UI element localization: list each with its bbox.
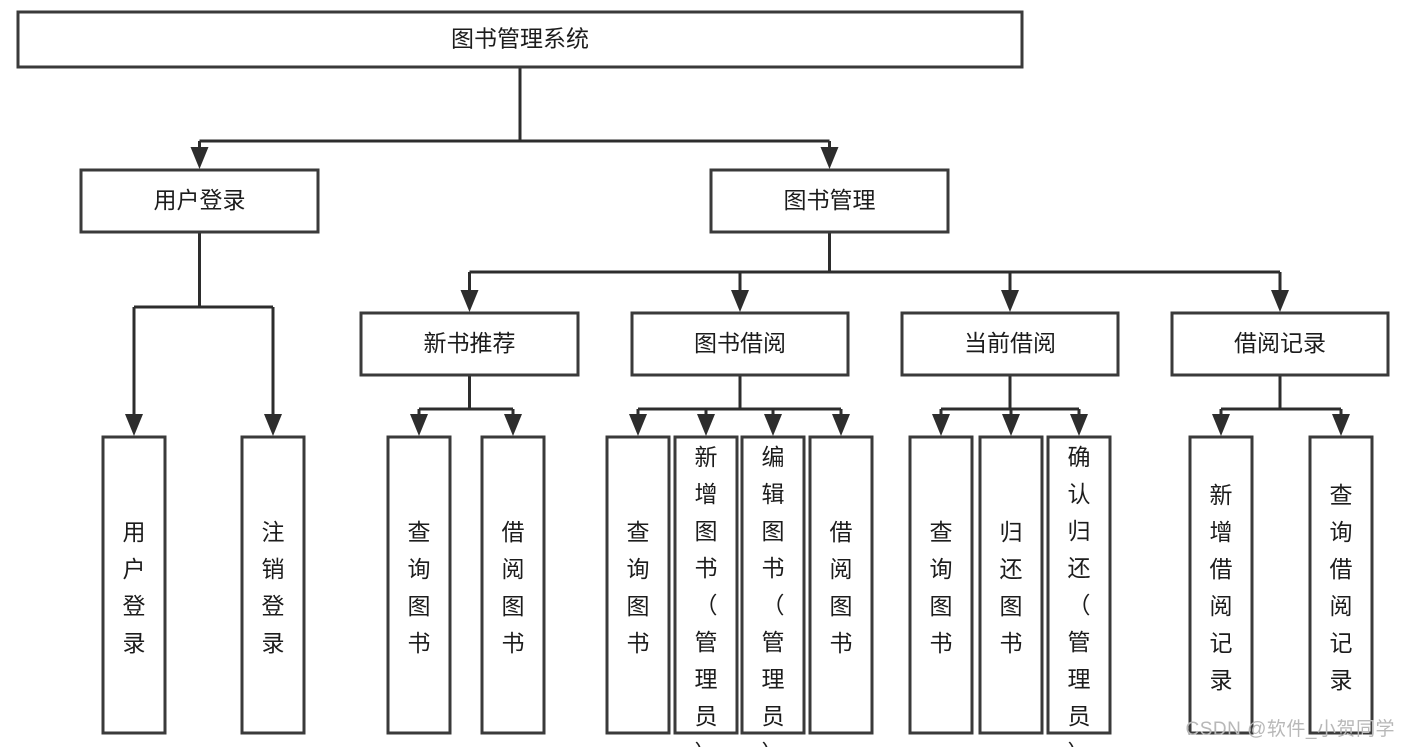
node-level2-1-label: 用户登录: [154, 187, 246, 213]
node-level3-2-label: 图书借阅: [694, 330, 786, 356]
node-leaf-book-borrow-1-label: 查询图书: [627, 519, 650, 656]
node-leaf-current-borrow-3-label: 确认归还（管理员）: [1068, 444, 1091, 747]
node-leaf-book-borrow-2[interactable]: 新增图书（管理员）: [673, 435, 739, 752]
node-leaf-user-login-2-label: 注销登录: [262, 519, 285, 656]
node-leaf-user-login-1[interactable]: 用户登录: [101, 435, 167, 735]
node-leaf-borrow-record-1-label: 新增借阅记录: [1210, 482, 1233, 693]
node-level2-2[interactable]: 图书管理: [709, 168, 950, 234]
node-leaf-current-borrow-2[interactable]: 归还图书: [978, 435, 1044, 735]
node-leaf-borrow-record-2-label: 查询借阅记录: [1330, 482, 1353, 693]
node-leaf-current-borrow-2-label: 归还图书: [1000, 519, 1023, 656]
node-leaf-book-borrow-1[interactable]: 查询图书: [605, 435, 671, 735]
node-leaf-borrow-record-1[interactable]: 新增借阅记录: [1188, 435, 1254, 735]
node-leaf-user-login-1-label: 用户登录: [123, 519, 146, 656]
connector-lines: [125, 67, 1350, 436]
node-leaf-book-borrow-3-label: 编辑图书（管理员）: [762, 444, 785, 747]
node-level3-4-label: 借阅记录: [1234, 330, 1326, 356]
node-root-book-management-system[interactable]: 图书管理系统: [16, 10, 1024, 69]
node-level3-3-label: 当前借阅: [964, 330, 1056, 356]
node-leaf-book-borrow-4[interactable]: 借阅图书: [808, 435, 874, 735]
node-level3-3[interactable]: 当前借阅: [900, 311, 1120, 377]
node-level3-2[interactable]: 图书借阅: [630, 311, 850, 377]
node-level2-1[interactable]: 用户登录: [79, 168, 320, 234]
node-leaf-new-book-recommend-1[interactable]: 查询图书: [386, 435, 452, 735]
node-leaf-current-borrow-3[interactable]: 确认归还（管理员）: [1046, 435, 1112, 752]
node-leaf-current-borrow-1[interactable]: 查询图书: [908, 435, 974, 735]
node-root-book-management-system-label: 图书管理系统: [451, 26, 589, 52]
node-leaf-borrow-record-2[interactable]: 查询借阅记录: [1308, 435, 1374, 735]
node-leaf-new-book-recommend-1-label: 查询图书: [408, 519, 431, 656]
node-leaf-new-book-recommend-2-label: 借阅图书: [502, 519, 525, 656]
node-leaf-book-borrow-3[interactable]: 编辑图书（管理员）: [740, 435, 806, 752]
node-level3-4[interactable]: 借阅记录: [1170, 311, 1390, 377]
node-level3-1[interactable]: 新书推荐: [359, 311, 580, 377]
node-leaf-new-book-recommend-2[interactable]: 借阅图书: [480, 435, 546, 735]
node-level2-2-label: 图书管理: [784, 187, 876, 213]
node-leaf-book-borrow-4-label: 借阅图书: [830, 519, 853, 656]
node-leaf-book-borrow-2-label: 新增图书（管理员）: [695, 444, 718, 747]
node-leaf-user-login-2[interactable]: 注销登录: [240, 435, 306, 735]
node-leaf-current-borrow-1-label: 查询图书: [930, 519, 953, 656]
node-group: 图书管理系统用户登录图书管理新书推荐图书借阅当前借阅借阅记录用户登录注销登录查询…: [16, 10, 1390, 752]
node-level3-1-label: 新书推荐: [424, 330, 516, 356]
